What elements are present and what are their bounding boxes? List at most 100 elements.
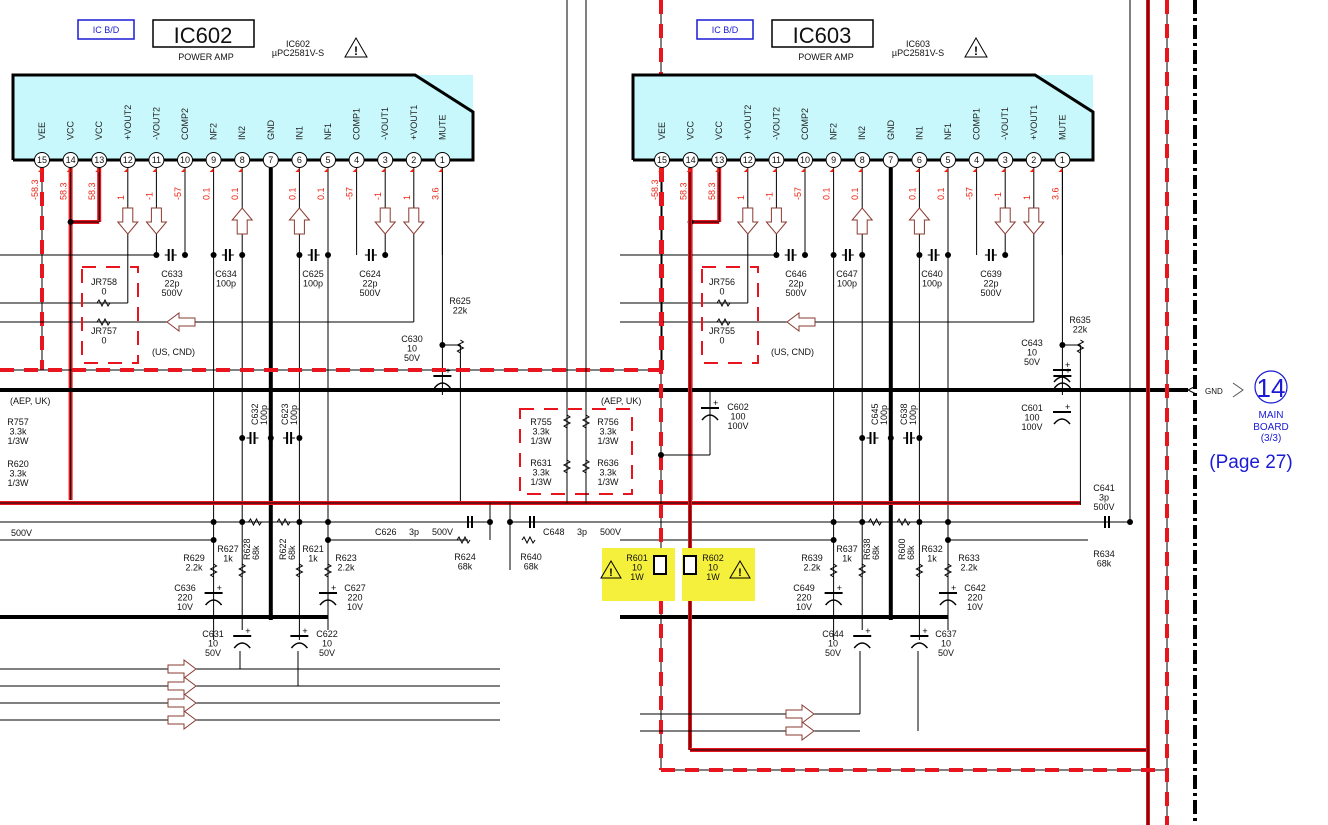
board-number[interactable]: 14 <box>1257 373 1286 403</box>
resistor-symbol <box>858 563 867 578</box>
component-ref: C625 <box>302 269 324 279</box>
component-ref: R628 <box>242 538 252 560</box>
gnd-connector[interactable]: GND <box>1186 382 1244 398</box>
pin-number: 3 <box>383 155 388 165</box>
page-reference-link[interactable]: (Page 27) <box>1209 452 1292 473</box>
component-value: 68k <box>287 545 297 560</box>
ic603-badge[interactable]: IC B/D <box>712 25 739 35</box>
signal-arrow-icon <box>908 207 931 235</box>
ic603-badge-frame[interactable] <box>696 19 754 40</box>
component-ref: R602 <box>702 553 724 563</box>
component-value: 3.3k <box>599 468 617 478</box>
region-note-us-cnd: (US, CND) <box>771 347 814 357</box>
component-ref: C623 <box>280 403 290 425</box>
junction-dot <box>239 519 246 525</box>
component-ref: R629 <box>183 553 205 563</box>
junction-dot <box>1002 252 1009 258</box>
component-value: 68k <box>458 562 473 572</box>
pin-number: 14 <box>686 155 696 165</box>
component-value: 100p <box>922 279 942 289</box>
ic603-block: IC B/D IC603 POWER AMP IC603 µPC2581V-S … <box>696 19 988 62</box>
ic602-badge[interactable]: IC B/D <box>93 25 120 35</box>
component-ref: R632 <box>921 544 943 554</box>
component-value: 500V <box>785 288 806 298</box>
component-ref: R625 <box>449 296 471 306</box>
component-value: 100V <box>727 421 748 431</box>
resistor-symbol <box>581 414 591 429</box>
pin-number: 2 <box>411 155 416 165</box>
ic602-part-ref: IC602 <box>286 39 310 49</box>
pin-number: 3 <box>1003 155 1008 165</box>
pin-name: IN2 <box>237 126 247 140</box>
resistor-symbol <box>716 317 731 327</box>
board-name-line1[interactable]: MAIN <box>1259 410 1284 421</box>
board-sheet[interactable]: (3/3) <box>1261 433 1282 444</box>
pin-voltage: 0.1 <box>287 187 297 200</box>
pin-voltage: -1 <box>144 192 154 200</box>
ic603-part-ref: IC603 <box>906 39 930 49</box>
resistor-symbol <box>295 563 304 578</box>
resistor-symbol <box>896 517 911 527</box>
component-value: 50V <box>1024 357 1040 367</box>
signal-arrow-icon <box>116 207 139 235</box>
ic602-badge-frame[interactable] <box>77 19 135 40</box>
component-value: 22p <box>164 279 179 289</box>
pin-name: -VOUT2 <box>151 107 161 140</box>
component-ref: R621 <box>302 544 324 554</box>
component-ref: C640 <box>921 269 943 279</box>
pin-name: COMP1 <box>352 108 362 140</box>
component-value: 3.3k <box>532 427 550 437</box>
component-value: 10V <box>177 602 193 612</box>
pin-name: COMP1 <box>972 108 982 140</box>
svg-text:!: ! <box>738 567 742 579</box>
component-value: 2.2k <box>185 563 203 573</box>
svg-text:+: + <box>951 583 956 593</box>
component-value: 22p <box>983 279 998 289</box>
component-ref: JR755 <box>709 326 735 336</box>
component-value: 2.2k <box>803 563 821 573</box>
component-value: 220 <box>967 593 982 603</box>
svg-text:+: + <box>245 626 250 636</box>
component-ref: R755 <box>530 417 552 427</box>
pin-name: NF2 <box>829 123 839 140</box>
component-ref: C643 <box>1021 338 1043 348</box>
pin-name: IN1 <box>294 126 304 140</box>
component-value: 10V <box>796 602 812 612</box>
component-value: 22p <box>788 279 803 289</box>
signal-arrow-icon <box>167 676 197 696</box>
ic602-body: VEE15-58.3VCC1458.3VCC1358.3+VOUT2121-VO… <box>11 73 475 200</box>
warning-icon: ! <box>729 560 751 579</box>
junction-dot <box>859 435 866 441</box>
pin-voltage: 0.1 <box>907 187 917 200</box>
signal-arrow-icon <box>374 207 397 235</box>
pin-number: 5 <box>945 155 950 165</box>
junction-dot <box>67 219 74 225</box>
signal-arrow-icon <box>786 312 816 332</box>
main-board-link[interactable]: 14 MAIN BOARD (3/3) (Page 27) <box>1209 370 1293 473</box>
board-name-line2[interactable]: BOARD <box>1253 422 1289 433</box>
component-ref: C627 <box>344 583 366 593</box>
component-value: 220 <box>347 593 362 603</box>
component-value: 50V <box>404 353 420 363</box>
pin-voltage: 1 <box>402 195 412 200</box>
pin-number: 10 <box>800 155 810 165</box>
component-value: 50V <box>205 648 221 658</box>
pin-voltage: 0.1 <box>202 187 212 200</box>
